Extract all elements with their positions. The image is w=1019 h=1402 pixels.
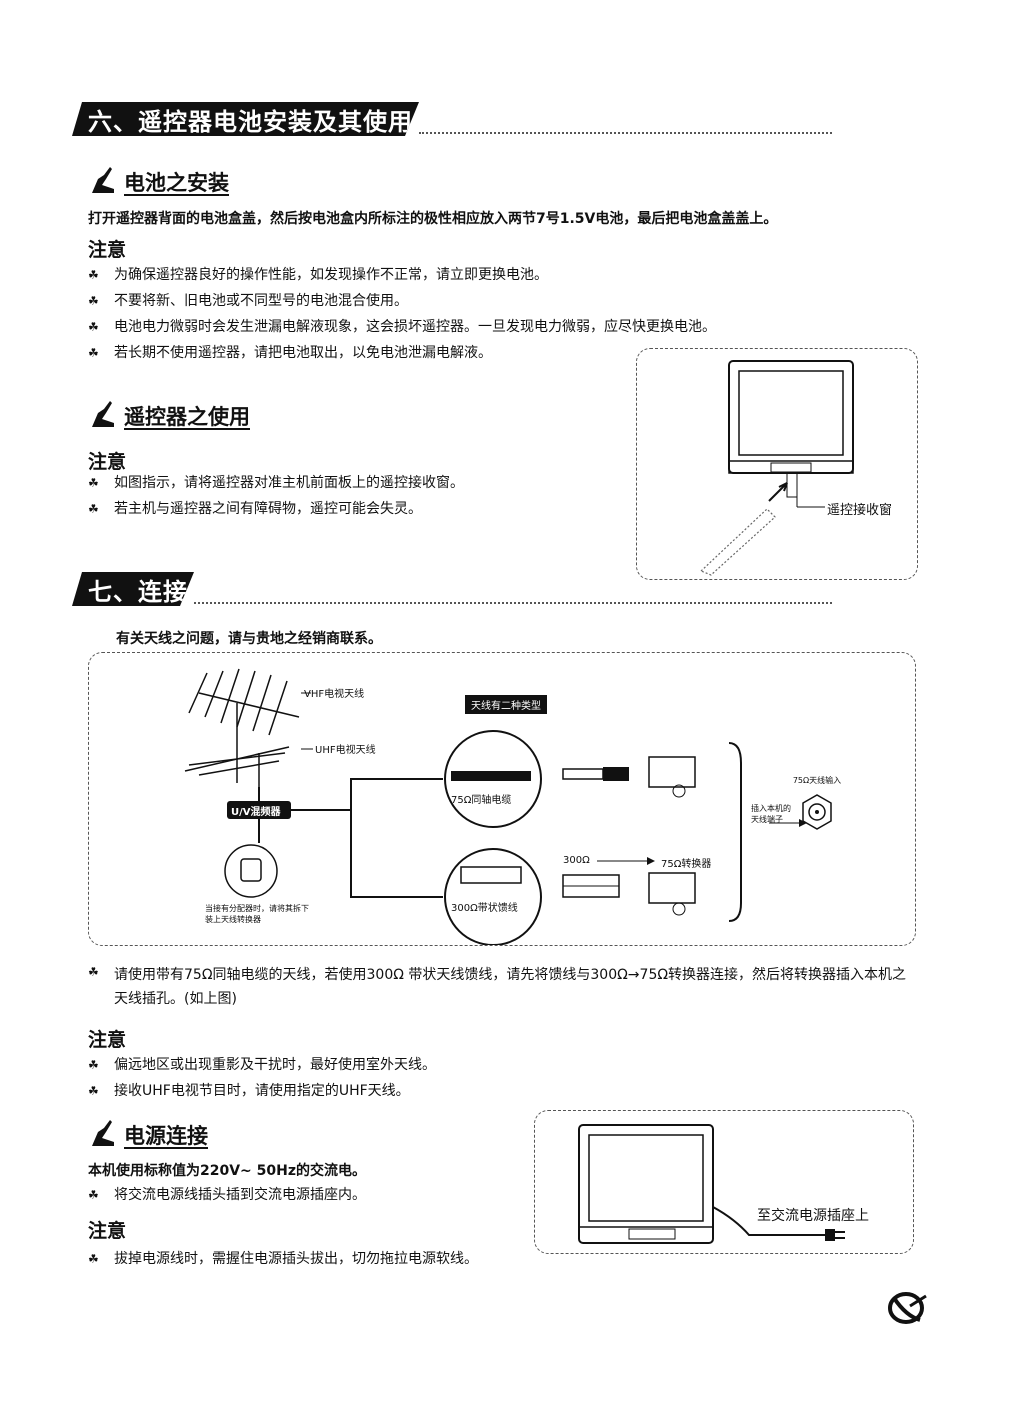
remote-heading: 遥控器之使用 [88, 399, 250, 433]
section7-title: 七、连接 [72, 572, 194, 606]
section6-banner: 六、遥控器电池安装及其使用 [72, 102, 832, 136]
connection-note-list: ☘偏远地区或出现重影及干扰时，最好使用室外天线。 ☘接收UHF电视节目时，请使用… [88, 1056, 688, 1108]
bullet-triad-icon: ☘ [88, 1252, 99, 1266]
list-item: ☘接收UHF电视节目时，请使用指定的UHF天线。 [88, 1083, 410, 1099]
remote-title: 遥控器之使用 [124, 405, 250, 429]
section7-banner: 七、连接 [72, 572, 832, 606]
bullet-triad-icon: ☘ [88, 346, 99, 360]
power-figure: 至交流电源插座上 [534, 1110, 914, 1254]
plug-in-label: 插入本机的天线端子 [751, 804, 791, 824]
list-item: ☘不要将新、旧电池或不同型号的电池混合使用。 [88, 293, 408, 309]
bullet-triad-icon: ☘ [88, 268, 99, 282]
section7-divider [194, 572, 832, 604]
battery-note-label: 注意 [88, 239, 127, 261]
bullet-triad-icon: ☘ [88, 1084, 99, 1098]
hand-writing-icon [88, 1118, 118, 1152]
tv-power-illustration [578, 1124, 845, 1244]
antenna-connection-illustration [184, 668, 832, 946]
power-note-list: ☘拔掉电源线时，需握住电源插头拔出，切勿拖拉电源软线。 [88, 1250, 588, 1276]
battery-bullet-list: ☘为确保遥控器良好的操作性能，如发现操作不正常，请立即更换电池。 ☘不要将新、旧… [88, 266, 888, 370]
connection-intro: 有关天线之问题，请与贵地之经销商联系。 [116, 631, 382, 647]
satellite-dish-icon [886, 1286, 932, 1330]
bullet-triad-icon: ☘ [88, 476, 99, 490]
power-rating: 本机使用标称值为220V~ 50Hz的交流电。 [88, 1163, 367, 1179]
list-item: ☘将交流电源线插头插到交流电源插座内。 [88, 1187, 366, 1203]
remote-figure: 遥控接收窗 [636, 348, 918, 580]
list-item: ☘若长期不使用遥控器，请把电池取出，以免电池泄漏电解液。 [88, 345, 492, 361]
bullet-triad-icon: ☘ [88, 965, 99, 979]
battery-heading: 电池之安装 [88, 165, 229, 199]
tv-remote-illustration [699, 360, 854, 576]
hand-writing-icon [88, 399, 118, 433]
connection-note-label: 注意 [88, 1029, 127, 1051]
power-heading: 电源连接 [88, 1118, 208, 1152]
remote-note-label: 注意 [88, 451, 127, 473]
list-item: ☘如图指示，请将遥控器对准主机前面板上的遥控接收窗。 [88, 475, 464, 491]
battery-title: 电池之安装 [124, 171, 229, 195]
power-title: 电源连接 [124, 1124, 208, 1148]
list-item: ☘若主机与遥控器之间有障碍物，遥控可能会失灵。 [88, 501, 422, 517]
coax-cable-label: 75Ω同轴电缆 [451, 795, 512, 806]
section6-divider [419, 102, 832, 134]
remote-receiver-label: 遥控接收窗 [827, 503, 893, 518]
battery-instruction: 打开遥控器背面的电池盒盖，然后按电池盒内所标注的极性相应放入两节7号1.5V电池… [88, 211, 778, 227]
hand-writing-icon [88, 165, 118, 199]
bullet-triad-icon: ☘ [88, 1188, 99, 1202]
vhf-antenna-label: VHF电视天线 [304, 689, 365, 700]
power-outlet-label: 至交流电源插座上 [757, 1208, 869, 1224]
power-note-label: 注意 [88, 1220, 127, 1242]
ribbon-feeder-label: 300Ω带状馈线 [451, 903, 518, 914]
section6-title: 六、遥控器电池安装及其使用 [72, 102, 419, 136]
list-item: ☘拔掉电源线时，需握住电源插头拔出，切勿拖拉电源软线。 [88, 1251, 478, 1267]
list-item: ☘电池电力微弱时会发生泄漏电解液现象，这会损坏遥控器。一旦发现电力微弱，应尽快更… [88, 319, 716, 335]
connection-bullet-list: ☘请使用带有75Ω同轴电缆的天线，若使用300Ω 带状天线馈线，请先将馈线与30… [88, 963, 918, 1011]
bullet-triad-icon: ☘ [88, 320, 99, 334]
bullet-triad-icon: ☘ [88, 502, 99, 516]
power-bullet-list: ☘将交流电源线插头插到交流电源插座内。 [88, 1186, 528, 1212]
mixer-note: 当接有分配器时，请将其拆下装上天线转换器 [205, 904, 309, 924]
list-item: ☘偏远地区或出现重影及干扰时，最好使用室外天线。 [88, 1057, 436, 1073]
bullet-triad-icon: ☘ [88, 294, 99, 308]
uhf-antenna-label: UHF电视天线 [315, 745, 376, 756]
list-item: ☘请使用带有75Ω同轴电缆的天线，若使用300Ω 带状天线馈线，请先将馈线与30… [88, 965, 907, 1007]
antenna-types-badge: 天线有二种类型 [465, 695, 547, 714]
mixer-label: U/V混频器 [231, 807, 281, 818]
bullet-triad-icon: ☘ [88, 1058, 99, 1072]
antenna-input-label: 75Ω天线输入 [792, 776, 842, 785]
list-item: ☘为确保遥控器良好的操作性能，如发现操作不正常，请立即更换电池。 [88, 267, 548, 283]
converter-from-label: 300Ω [563, 855, 590, 866]
antenna-diagram: VHF电视天线 UHF电视天线 U/V混频器 天线有二种类型 75Ω同轴电缆 3… [88, 652, 916, 946]
converter-to-label: 75Ω转换器 [661, 859, 712, 870]
remote-bullet-list: ☘如图指示，请将遥控器对准主机前面板上的遥控接收窗。 ☘若主机与遥控器之间有障碍… [88, 474, 608, 526]
